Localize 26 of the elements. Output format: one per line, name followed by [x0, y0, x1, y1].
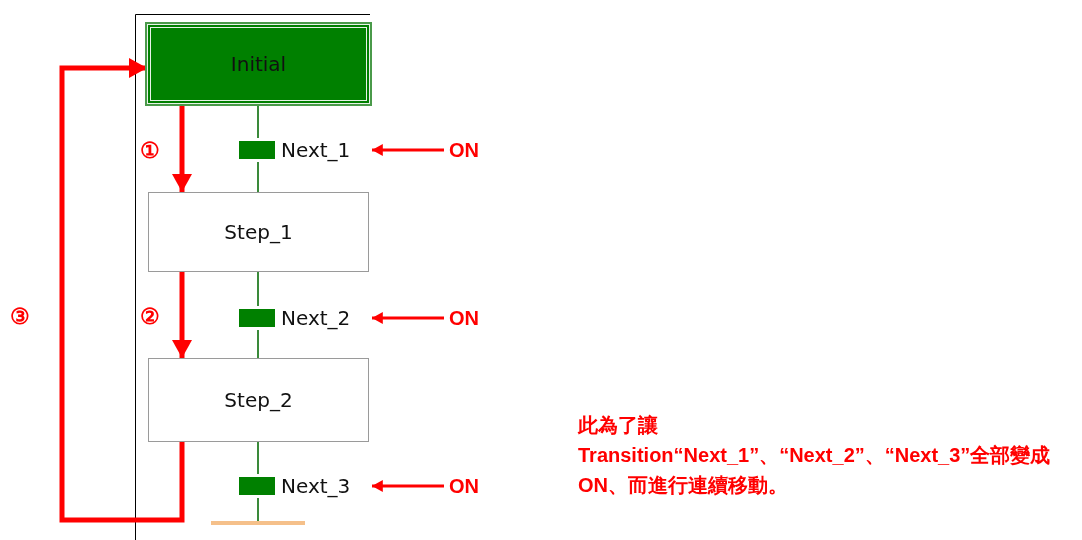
connector-line	[257, 497, 259, 522]
arrow	[172, 272, 192, 358]
edge-label: ②	[140, 303, 160, 331]
arrow	[372, 480, 444, 492]
on-label: ON	[444, 473, 484, 499]
connector-line	[257, 271, 259, 307]
edge-label: ①	[140, 137, 160, 165]
transition-label: Next_3	[281, 474, 351, 498]
transition-label: Next_2	[281, 306, 351, 330]
step-box: Step_2	[148, 358, 369, 442]
connector-line	[257, 161, 259, 193]
step-box: Step_1	[148, 192, 369, 272]
note-text: 此為了讓 Transition“Next_1”、“Next_2”、“Next_3”全部變成 ON、而進行連續移動。	[578, 413, 1052, 498]
arrow	[372, 144, 444, 156]
connector-line	[257, 441, 259, 475]
initial-step-box: Initial	[147, 24, 370, 104]
on-label: ON	[444, 305, 484, 331]
arrow	[59, 58, 185, 523]
arrow	[372, 312, 444, 324]
arrow	[172, 104, 192, 192]
transition-label: Next_1	[281, 138, 351, 162]
on-label: ON	[444, 137, 484, 163]
connector-line	[257, 329, 259, 359]
end-bar	[211, 521, 305, 525]
connector-line	[257, 103, 259, 139]
edge-label: ③	[10, 303, 30, 331]
